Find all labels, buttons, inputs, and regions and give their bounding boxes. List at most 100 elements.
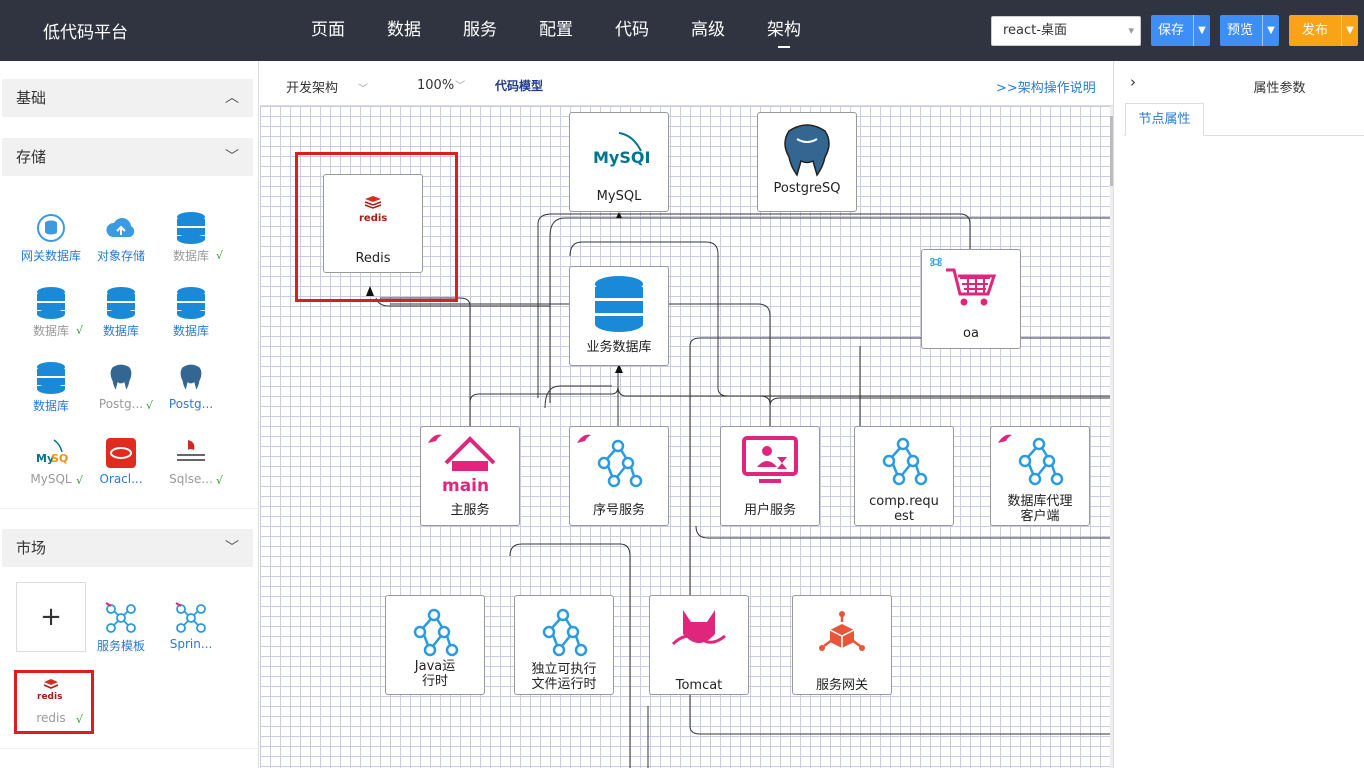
tomcat-cat-icon [671,610,726,646]
collapse-right-icon[interactable]: › [1130,73,1136,91]
save-caret-icon[interactable]: ▼ [1193,15,1210,46]
node-main-service[interactable]: main 主服务 [420,426,520,526]
node-label: 主服务 [450,503,490,518]
add-market-item-button[interactable]: + [16,582,86,652]
nav-architecture[interactable]: 架构 [746,0,822,61]
palette-database[interactable]: 数据库 √ [16,286,86,339]
node-service-gateway[interactable]: 服务网关 [792,595,892,695]
zoom-select[interactable]: 100%﹀ [417,77,465,93]
architecture-help-link[interactable]: >>架构操作说明 [996,81,1096,96]
database-icon [37,362,65,394]
service-graph-icon [597,439,643,488]
palette-database[interactable]: 数据库 [16,361,86,414]
component-palette: ‹ 基础 ︿ 存储 ﹀ 网关数据库 对象存储 数据库 √ [0,61,259,768]
service-graph-icon [105,602,136,633]
palette-oracle[interactable]: Oracl... [86,436,156,486]
gateway-cube-icon [819,611,865,651]
node-postgresql[interactable]: PostgreSQ [757,112,857,212]
save-button-label: 保存 [1158,23,1185,38]
postgres-elephant-icon [784,124,830,177]
node-mysql[interactable]: MySQL MySQL [569,112,669,212]
palette-service-template[interactable]: 服务模板 [86,601,156,654]
house-icon: main [442,436,496,493]
mode-select-value: 开发架构 [286,81,339,96]
palette-item-label: Sprin... [169,637,213,651]
cloud-upload-icon [106,218,135,237]
gateway-db-icon [37,214,65,242]
architecture-canvas[interactable]: redis Redis MySQL MySQL PostgreSQ oa [260,106,1110,768]
connection-lines [366,212,1110,768]
bird-icon [428,434,442,443]
node-redis[interactable]: redis Redis [323,174,423,273]
node-comp-request[interactable]: comp.request [854,426,954,526]
nav-advanced[interactable]: 高级 [691,20,725,40]
node-user-service[interactable]: 用户服务 [720,426,820,526]
palette-spring[interactable]: Sprin... [156,601,226,651]
preview-caret-icon[interactable]: ▼ [1262,15,1279,46]
node-seq-service[interactable]: 序号服务 [569,426,669,526]
section-market-label: 市场 [16,539,47,557]
palette-postgres[interactable]: Postg... [156,361,226,411]
project-select[interactable]: react-桌面 ▾ [991,16,1141,46]
nav-code[interactable]: 代码 [615,20,649,40]
check-icon: √ [76,713,84,726]
palette-database[interactable]: 数据库 [86,286,156,339]
palette-sqlserver[interactable]: Sqlse... √ [156,436,226,487]
palette-database[interactable]: 数据库 [156,286,226,339]
node-label: Redis [355,251,391,266]
nav-services[interactable]: 服务 [463,20,497,40]
divider [0,748,259,749]
node-java-runtime[interactable]: Java运行时 [385,595,485,695]
shopping-cart-icon [946,268,997,306]
node-business-db[interactable]: 业务数据库 [569,266,669,366]
mysql-logo-text: MySQL [593,148,649,167]
service-graph-icon [1018,437,1064,486]
redis-logo-icon: redis [359,196,387,224]
publish-caret-icon[interactable]: ▼ [1341,15,1358,46]
check-icon: √ [216,249,224,262]
mode-select[interactable]: 开发架构﹀ [286,77,368,96]
main-logo-text: main [442,476,489,493]
section-storage-label: 存储 [16,148,47,166]
selection-highlight [295,152,458,302]
palette-postgres[interactable]: Postg... √ [86,361,156,412]
node-label: Tomcat [675,678,723,693]
chevron-down-icon: ﹀ [225,540,239,556]
node-db-proxy[interactable]: 数据库代理客户端 [990,426,1090,526]
chevron-up-icon: ︿ [225,90,239,106]
node-oa[interactable]: oa [921,249,1021,349]
tab-node-properties[interactable]: 节点属性 [1125,103,1204,136]
section-market[interactable]: 市场 ﹀ [2,529,253,567]
redis-logo-text: redis [37,692,62,702]
palette-mysql[interactable]: My SQL MySQL √ [16,436,86,487]
publish-button[interactable]: 发布 ▼ [1289,15,1358,46]
node-label: 独立可执行文件运行时 [531,662,597,692]
section-storage[interactable]: 存储 ﹀ [2,138,253,176]
node-label: 数据库代理客户端 [1007,494,1073,524]
palette-item-label: 数据库 [172,249,209,263]
palette-gateway-db[interactable]: 网关数据库 [16,211,86,264]
project-select-value: react-桌面 [1003,23,1067,38]
preview-button[interactable]: 预览 ▼ [1220,15,1279,46]
palette-database[interactable]: 数据库 √ [156,211,226,264]
save-button[interactable]: 保存 ▼ [1151,15,1210,46]
node-tomcat[interactable]: Tomcat [649,595,749,695]
canvas-scrollbar[interactable] [1110,106,1113,768]
redis-logo-text: redis [359,213,387,224]
command-icon [930,257,942,267]
nav-config[interactable]: 配置 [539,20,573,40]
sqlserver-logo-icon [177,440,205,461]
node-exe-runtime[interactable]: 独立可执行文件运行时 [514,595,614,695]
nav-data[interactable]: 数据 [387,20,421,40]
node-label: MySQL [596,189,642,204]
palette-item-label: 网关数据库 [20,249,81,263]
database-icon [177,287,205,319]
section-basic[interactable]: 基础 ︿ [2,79,253,117]
check-icon: √ [76,324,84,337]
nav-pages[interactable]: 页面 [311,20,345,40]
palette-item-label: 数据库 [102,324,139,338]
arrowhead [615,364,623,373]
code-model-link[interactable]: 代码模型 [495,79,544,93]
palette-object-storage[interactable]: 对象存储 [86,211,156,264]
palette-redis[interactable]: redis redis √ [16,675,86,726]
